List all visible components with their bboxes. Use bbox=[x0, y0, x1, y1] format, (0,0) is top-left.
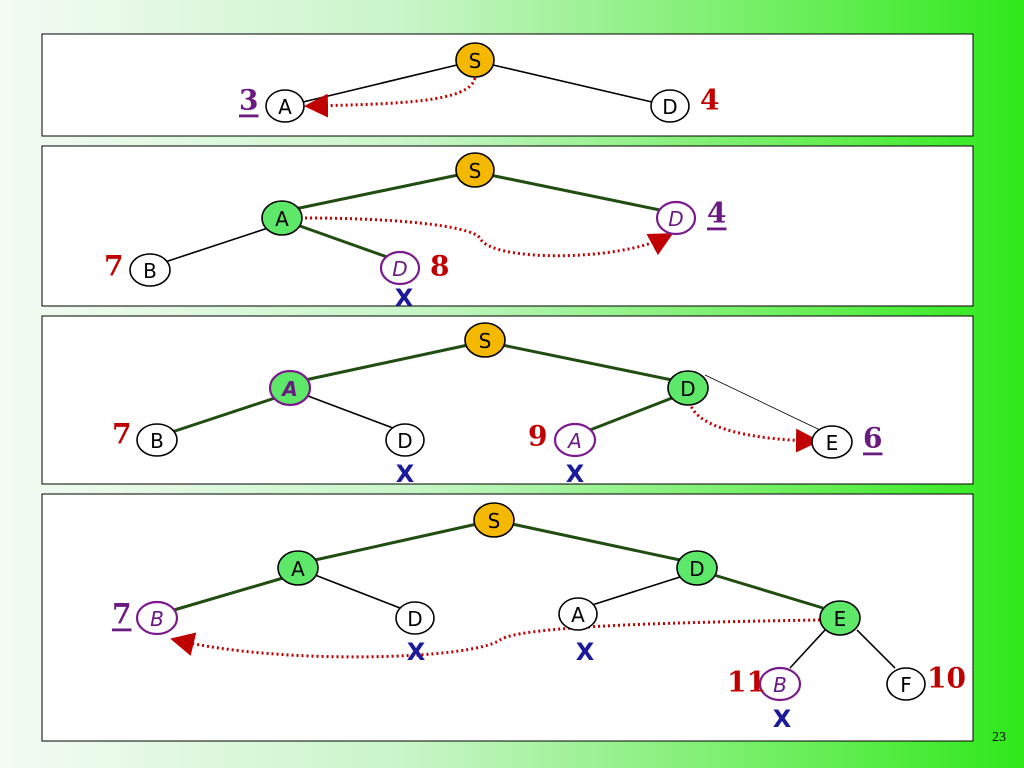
node-d-label: D bbox=[689, 557, 704, 581]
edge-s-a bbox=[304, 343, 469, 382]
node-a-pruned: A bbox=[553, 422, 597, 458]
node-d-frontier: D bbox=[655, 200, 697, 236]
edge-d-a bbox=[591, 576, 681, 606]
panel-4-frame bbox=[41, 493, 974, 742]
edge-a-d bbox=[314, 574, 401, 609]
node-e-label: E bbox=[834, 607, 847, 631]
node-d-pruned: D bbox=[395, 601, 435, 635]
panel-2-frame bbox=[41, 145, 974, 307]
node-a-label: A bbox=[566, 429, 582, 453]
edge-d-a bbox=[589, 396, 673, 432]
cost-a: 9 bbox=[528, 420, 547, 453]
page-number: 23 bbox=[992, 730, 1006, 745]
panel-4: S A D B D A E B bbox=[41, 493, 974, 742]
node-s: S bbox=[464, 322, 506, 358]
expansion-arrow bbox=[170, 618, 821, 659]
pruned-mark: X bbox=[773, 705, 792, 733]
cost-d-pruned: 8 bbox=[430, 250, 449, 283]
edge-a-d bbox=[307, 395, 394, 429]
node-s: S bbox=[473, 502, 515, 538]
edge-a-b bbox=[164, 227, 269, 263]
pruned-mark: X bbox=[566, 460, 585, 488]
panel-3-frame bbox=[41, 315, 974, 485]
node-d-label: D bbox=[392, 257, 407, 281]
cost-b: 7 bbox=[104, 250, 123, 283]
node-d: D bbox=[667, 370, 709, 406]
pruned-mark: X bbox=[407, 638, 426, 666]
node-b-label: B bbox=[150, 607, 164, 631]
node-d-label: D bbox=[397, 429, 412, 453]
edge-e-b bbox=[789, 629, 826, 669]
node-d-pruned: D bbox=[385, 423, 425, 457]
node-s: S bbox=[455, 152, 495, 188]
node-b: B bbox=[129, 253, 171, 287]
edge-d-e bbox=[713, 573, 824, 610]
node-a-label: A bbox=[275, 207, 289, 231]
node-a-label: A bbox=[280, 377, 297, 401]
pruned-mark: X bbox=[396, 460, 415, 488]
node-a-pruned: A bbox=[558, 597, 598, 631]
expansion-arrow bbox=[688, 401, 820, 453]
node-d-label: D bbox=[662, 95, 677, 119]
edge-s-a bbox=[314, 522, 478, 562]
node-a-label: A bbox=[291, 557, 305, 581]
node-a: A bbox=[277, 550, 319, 586]
cost-f: 10 bbox=[927, 662, 966, 695]
edge-s-d bbox=[501, 343, 673, 382]
edge-s-d bbox=[489, 173, 661, 212]
cost-d: 4 bbox=[700, 84, 719, 117]
edge-a-b bbox=[171, 396, 276, 434]
pruned-mark: X bbox=[576, 638, 595, 666]
node-s: S bbox=[455, 42, 495, 78]
expansion-arrow bbox=[304, 77, 477, 118]
node-d-pruned: D bbox=[379, 250, 421, 286]
edge-a-d bbox=[299, 224, 391, 260]
panel-1: S A D 3 4 bbox=[41, 33, 974, 137]
cost-d: 4 bbox=[707, 197, 726, 230]
panel-1-frame bbox=[41, 33, 974, 137]
node-b-frontier: B bbox=[135, 600, 179, 636]
node-b-label: B bbox=[773, 673, 787, 697]
node-e: E bbox=[811, 425, 853, 459]
edge-s-a bbox=[289, 173, 459, 212]
node-a: A bbox=[268, 369, 312, 407]
node-s-label: S bbox=[488, 509, 501, 533]
node-s-label: S bbox=[469, 159, 482, 183]
node-d: D bbox=[650, 89, 690, 123]
cost-b: 7 bbox=[112, 418, 131, 451]
node-b-label: B bbox=[143, 259, 157, 283]
edge-s-d bbox=[492, 64, 653, 103]
cost-a: 3 bbox=[239, 84, 258, 117]
node-d-label: D bbox=[407, 607, 422, 631]
node-f-label: F bbox=[900, 673, 912, 697]
edge-e-f bbox=[856, 629, 896, 669]
cost-b-pruned: 11 bbox=[727, 666, 766, 699]
expansion-arrow bbox=[304, 216, 674, 258]
node-a: A bbox=[261, 200, 303, 236]
cost-b: 7 bbox=[112, 598, 131, 631]
edge-d-e bbox=[704, 374, 821, 431]
node-a-label: A bbox=[571, 603, 585, 627]
edge-s-a bbox=[302, 64, 458, 103]
node-d-label: D bbox=[668, 207, 683, 231]
node-f: F bbox=[886, 667, 926, 701]
pruned-mark: X bbox=[395, 284, 414, 312]
node-s-label: S bbox=[469, 49, 482, 73]
edge-s-d bbox=[511, 522, 681, 562]
node-d-label: D bbox=[680, 377, 695, 401]
node-b: B bbox=[136, 423, 178, 457]
node-e-label: E bbox=[826, 431, 839, 455]
panel-3: S A D B D A E 7 9 6 X X bbox=[41, 315, 974, 488]
node-a: A bbox=[265, 89, 305, 123]
node-b-pruned: B bbox=[758, 666, 802, 702]
node-s-label: S bbox=[479, 329, 492, 353]
panel-2: S A D B D 4 7 8 X bbox=[41, 145, 974, 312]
edge-a-b bbox=[173, 576, 284, 612]
node-d: D bbox=[676, 550, 718, 586]
cost-e: 6 bbox=[863, 422, 882, 455]
node-a-label: A bbox=[278, 95, 292, 119]
node-b-label: B bbox=[150, 429, 164, 453]
node-e: E bbox=[819, 600, 861, 636]
